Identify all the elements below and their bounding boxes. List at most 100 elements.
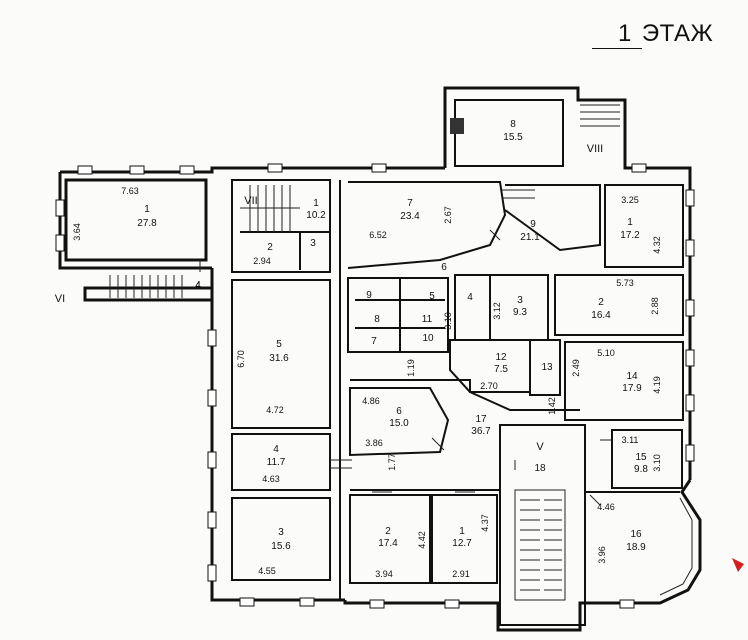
room-number: 7: [407, 198, 413, 209]
room-c1: 1 12.7: [452, 526, 472, 549]
room-c7b: 7: [371, 336, 377, 347]
room-number: 4: [273, 444, 279, 455]
floor-number: 1: [592, 20, 642, 49]
room-l4: 4: [195, 280, 201, 291]
room-r8: 8 15.5: [503, 119, 523, 143]
room-c8b: 8: [374, 314, 380, 325]
room-number: 5: [276, 339, 282, 350]
room-number: 3: [278, 527, 284, 538]
dim: 6.52: [369, 230, 387, 240]
room-number: 6: [441, 262, 447, 273]
stairs: [109, 104, 620, 591]
room-r1: 1 17.2: [620, 217, 640, 241]
room-c18: V 18: [534, 441, 546, 474]
room-area: 18.9: [626, 542, 646, 553]
stair-label-vi: VI: [55, 293, 65, 305]
doors: [199, 229, 612, 506]
room-c11: 11: [422, 314, 433, 325]
dim: 4.32: [652, 236, 662, 254]
room-area: 11.7: [267, 457, 286, 468]
dim: 4.55: [258, 566, 276, 576]
room-c9b: 9: [366, 290, 372, 301]
room-area: 36.7: [471, 426, 491, 437]
room-number: 1: [459, 526, 465, 537]
dim: 5.10: [597, 348, 615, 358]
interior-walls: [231, 179, 684, 626]
room-l2: 2: [267, 242, 273, 253]
room-number: 7: [371, 336, 377, 347]
room-area: 23.4: [400, 211, 420, 222]
room-number: 1: [144, 204, 150, 215]
windows: [55, 163, 695, 609]
dim: 5.73: [616, 278, 634, 288]
dim: 2.91: [452, 569, 470, 579]
room-number: 10: [422, 333, 434, 344]
room-c2: 2 17.4: [378, 526, 398, 549]
room-area: 27.8: [137, 218, 157, 229]
room-area: 17.2: [620, 230, 640, 241]
dim: 4.72: [266, 405, 284, 415]
room-number: 4: [467, 292, 473, 303]
dim: 1.42: [547, 397, 557, 415]
room-area: 10.2: [306, 210, 326, 221]
room-c10: 10: [422, 333, 434, 344]
room-number: 3: [517, 295, 523, 306]
room-number: 9: [530, 219, 536, 230]
room-l3: 3: [310, 238, 316, 249]
room-number: 18: [534, 463, 546, 474]
room-r16: 16 18.9: [626, 529, 646, 553]
room-c6: 6 15.0: [389, 406, 409, 429]
room-number: 1: [313, 198, 319, 209]
dim: 2.49: [571, 359, 581, 377]
room-area: 31.6: [269, 353, 289, 364]
room-area: 16.4: [591, 310, 611, 321]
dim: 3.12: [492, 302, 502, 320]
room-number: 17: [475, 414, 487, 425]
room-area: 15.0: [389, 418, 409, 429]
room-number: 9: [366, 290, 372, 301]
room-area: 7.5: [494, 364, 508, 375]
room-r15: 15 9.8: [634, 452, 648, 475]
room-number: 1: [627, 217, 633, 228]
dim: 4.19: [652, 376, 662, 394]
floor-label: ЭТАЖ: [641, 20, 714, 47]
stair-label-v: V: [536, 441, 544, 453]
room-area: 15.6: [271, 541, 291, 552]
room-area: 17.4: [378, 538, 398, 549]
dim: 3.86: [365, 438, 383, 448]
dim: 4.37: [480, 514, 490, 532]
room-number: 14: [626, 371, 638, 382]
room-c13: 13: [541, 362, 553, 373]
room-c3: 3 9.3: [513, 295, 527, 318]
dim: 3.64: [72, 223, 82, 241]
dim: 3.10: [443, 312, 453, 330]
dim: 1.19: [406, 359, 416, 377]
dim: 3.10: [652, 454, 662, 472]
room-area: 9.8: [634, 464, 648, 475]
room-number: 3: [310, 238, 316, 249]
dim: 1.77: [387, 453, 397, 471]
room-l5: 5 31.6: [269, 339, 289, 364]
dim: 3.94: [375, 569, 393, 579]
room-c5b: 5: [429, 291, 435, 302]
stair-label-vii: VII: [244, 195, 257, 207]
room-c4: 4: [467, 292, 473, 303]
room-r14: 14 17.9: [622, 371, 642, 394]
room-number: 12: [495, 352, 507, 363]
dim: 3.25: [621, 195, 639, 205]
dim: 4: [195, 280, 200, 290]
room-c12: 12 7.5: [494, 352, 508, 375]
room-number: 2: [598, 297, 604, 308]
room-r2: 2 16.4: [591, 297, 611, 321]
dim: 3.96: [597, 546, 607, 564]
room-number: 6: [396, 406, 402, 417]
stair-label-viii: VIII: [587, 143, 604, 155]
room-l1b: 1 10.2: [306, 198, 326, 221]
dim: 2.88: [650, 297, 660, 315]
room-number: 2: [385, 526, 391, 537]
room-number: 5: [429, 291, 435, 302]
room-r9: 9 21.1: [520, 219, 540, 243]
room-c7: 7 23.4: [400, 198, 420, 222]
